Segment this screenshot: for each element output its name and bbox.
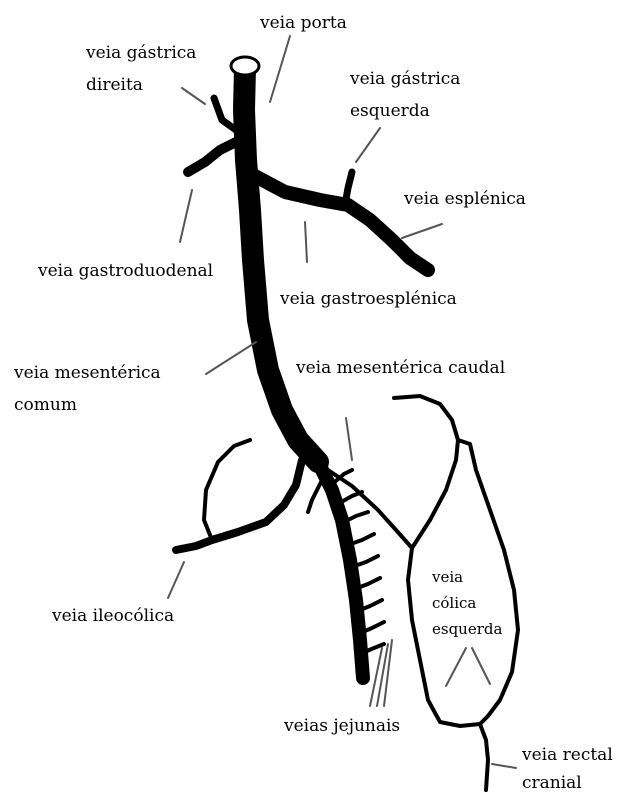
label-veia-gastrica-esquerda-line1: veia gástrica: [349, 69, 460, 89]
leader-jejunais-c: [384, 640, 392, 706]
leader-colica-esquerda-b: [472, 648, 490, 684]
label-veia-mesenterica-comum-line1: veia mesentérica: [13, 363, 161, 383]
label-veia-gastroduodenal: veia gastroduodenal: [37, 261, 213, 281]
ileocolic-vein: [176, 460, 302, 550]
label-veia-mesenterica-comum-line2: comum: [14, 395, 77, 415]
portal-vein-cut-end: [231, 57, 259, 75]
leader-veia-porta: [270, 36, 290, 102]
leader-ileocolica: [168, 562, 184, 598]
label-veia-colica-esquerda-line1: veia: [431, 568, 463, 586]
leader-gastroesplenica: [305, 222, 307, 262]
leader-rectal-cranial: [492, 764, 516, 768]
cranial-rectal-vein: [480, 724, 488, 790]
gastroduodenal-vein: [188, 140, 240, 172]
ileocolic-loop: [204, 440, 250, 540]
label-veia-esplenica: veia esplénica: [403, 189, 526, 209]
label-veia-gastrica-direita-line2: direita: [86, 75, 143, 95]
left-colic-connect: [412, 440, 458, 548]
label-veias-jejunais: veias jejunais: [283, 716, 400, 736]
label-veia-porta: veia porta: [259, 13, 347, 33]
leader-gastrica-esquerda: [356, 128, 380, 162]
leader-esplenica: [402, 224, 442, 238]
leader-gastrica-direita: [182, 88, 205, 104]
label-veia-rectal-cranial-line1: veia rectal: [521, 745, 613, 765]
leader-gastroduodenal: [180, 190, 192, 242]
leader-jejunais-a: [370, 648, 382, 706]
label-veia-mesenterica-caudal: veia mesentérica caudal: [295, 358, 505, 378]
leader-colica-esquerda-a: [446, 648, 466, 686]
leader-jejunais-b: [377, 644, 388, 706]
labels: veia porta veia gástrica direita veia gá…: [13, 13, 613, 793]
splenic-vein: [255, 176, 428, 270]
label-veia-rectal-cranial-line2: cranial: [522, 773, 582, 793]
label-veia-gastroesplenica: veia gastroesplénica: [279, 289, 457, 309]
label-veia-gastrica-direita-line1: veia gástrica: [85, 43, 196, 63]
label-veia-gastrica-esquerda-line2: esquerda: [350, 101, 430, 121]
label-veia-colica-esquerda-line2: cólica: [432, 594, 476, 612]
right-gastric-vein: [214, 98, 236, 130]
portal-vein-trunk: [244, 68, 318, 462]
label-veia-ileocolica: veia ileocólica: [51, 606, 174, 626]
label-veia-colica-esquerda-line3: esquerda: [432, 620, 502, 638]
leader-mesenterica-comum: [206, 342, 256, 374]
leader-mesenterica-caudal: [346, 418, 352, 460]
